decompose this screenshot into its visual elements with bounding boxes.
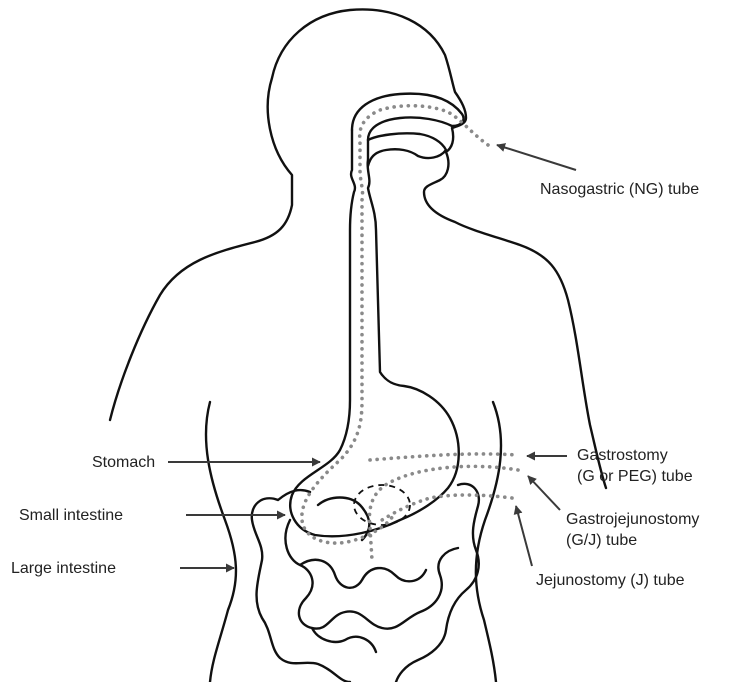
arrow-nasogastric: [497, 145, 576, 170]
label-stomach: Stomach: [92, 452, 155, 473]
arrow-jejunostomy: [516, 506, 532, 566]
body-silhouette: [110, 9, 606, 488]
label-small-intestine: Small intestine: [19, 505, 123, 526]
gj-tube-path: [369, 466, 518, 560]
small-intestine-loops: [285, 520, 458, 652]
label-gastrojejunostomy-line2: (G/J) tube: [566, 530, 699, 551]
label-gastrostomy: Gastrostomy (G or PEG) tube: [577, 445, 693, 487]
arrow-gastrojejunostomy: [528, 476, 560, 510]
ng-tube-path: [302, 106, 488, 543]
torso-right: [476, 402, 501, 682]
label-gastrojejunostomy-line1: Gastrojejunostomy: [566, 509, 699, 530]
esophagus-stomach: [290, 130, 459, 536]
g-tube-path: [370, 454, 518, 460]
label-gastrojejunostomy: Gastrojejunostomy (G/J) tube: [566, 509, 699, 551]
label-gastrostomy-line1: Gastrostomy: [577, 445, 693, 466]
label-large-intestine: Large intestine: [11, 558, 116, 579]
label-nasogastric: Nasogastric (NG) tube: [540, 179, 699, 200]
label-jejunostomy: Jejunostomy (J) tube: [536, 570, 685, 591]
torso-left: [206, 402, 236, 682]
oral-cavity: [368, 133, 446, 166]
label-gastrostomy-line2: (G or PEG) tube: [577, 466, 693, 487]
